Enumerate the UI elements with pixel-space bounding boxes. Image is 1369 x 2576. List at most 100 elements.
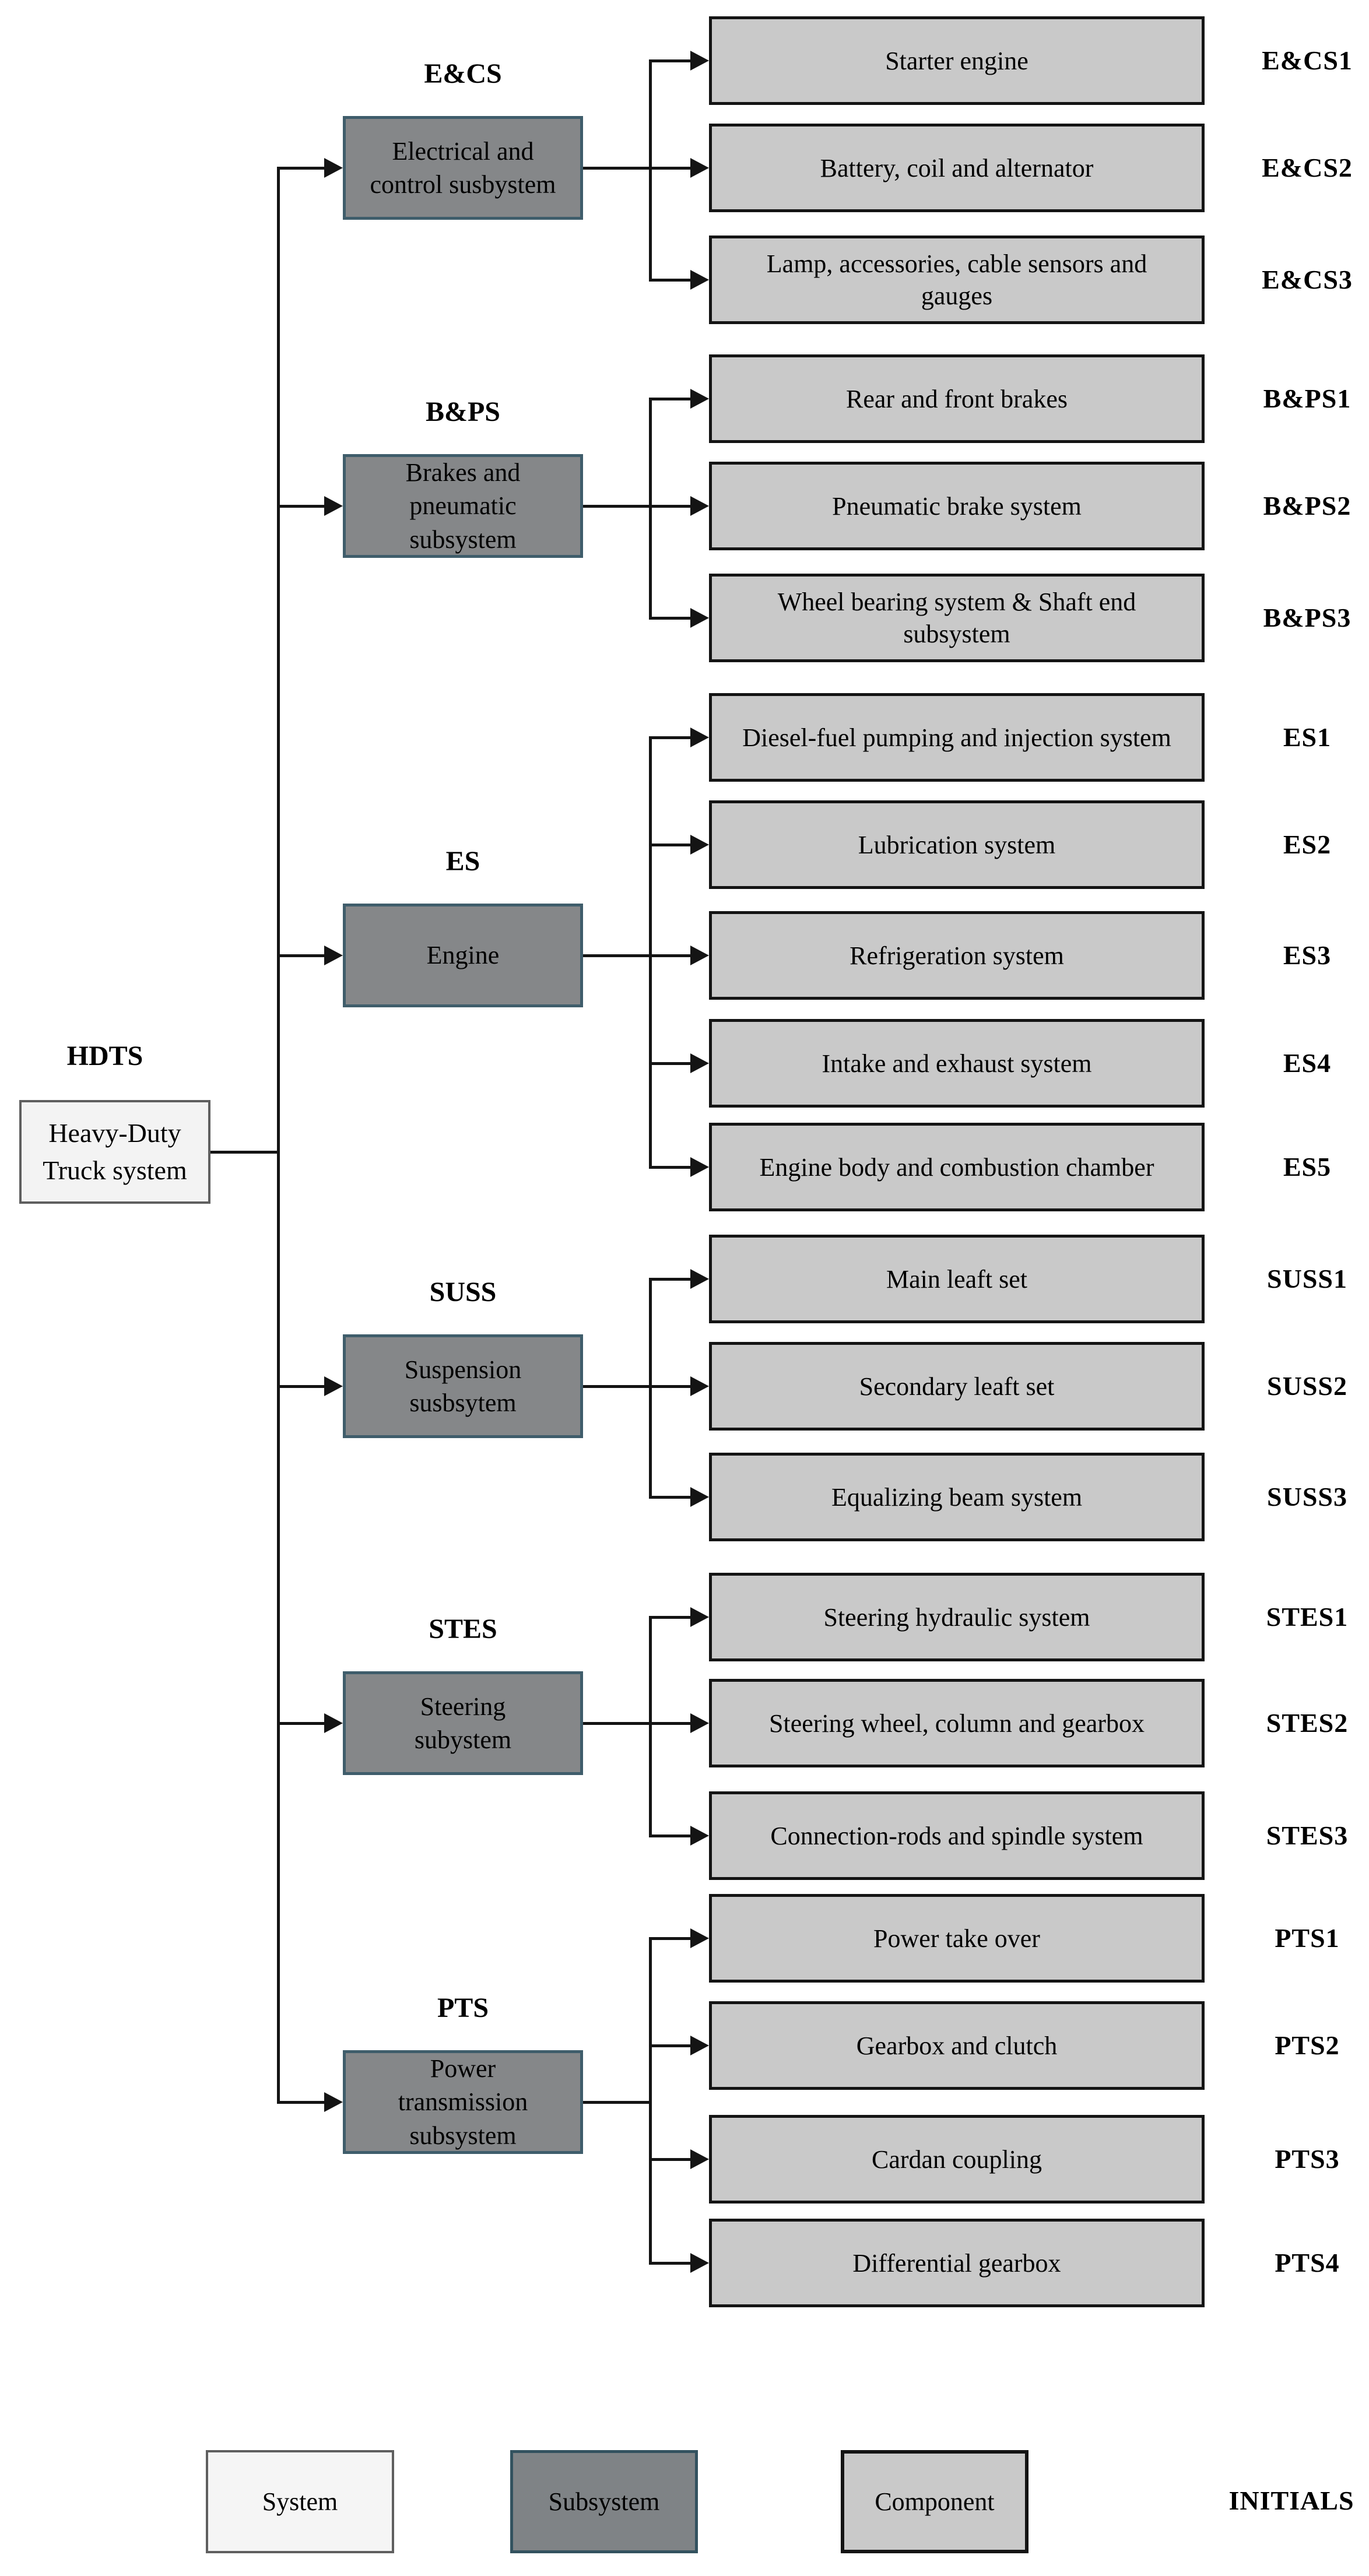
component-box-e-cs3: Lamp, accessories, cable sensors and gau… bbox=[709, 236, 1205, 324]
arrowhead-icon-suss bbox=[324, 1376, 343, 1396]
component-initial-label-b-ps1: B&PS1 bbox=[1263, 384, 1352, 413]
connector-line-stes-out bbox=[583, 1722, 652, 1725]
component-initial-label-es3: ES3 bbox=[1283, 940, 1332, 970]
connector-line-e-cs-out bbox=[583, 167, 652, 170]
component-initial-label-es4: ES4 bbox=[1283, 1048, 1332, 1078]
component-initial-label-stes3: STES3 bbox=[1266, 1821, 1349, 1850]
arrowhead-icon-es4 bbox=[690, 1053, 709, 1073]
component-initial-label-suss2: SUSS2 bbox=[1267, 1371, 1347, 1401]
connector-line-b-ps2 bbox=[649, 505, 691, 508]
component-box-es1: Diesel-fuel pumping and injection system bbox=[709, 693, 1205, 782]
arrowhead-icon-b-ps bbox=[324, 496, 343, 516]
legend-component-box: Component bbox=[841, 2450, 1028, 2553]
connector-line-pts bbox=[278, 2101, 325, 2104]
connector-line-stes bbox=[278, 1722, 325, 1725]
legend-system-box: System bbox=[206, 2450, 394, 2553]
connector-line-suss3 bbox=[649, 1496, 691, 1499]
component-initial-label-es1: ES1 bbox=[1283, 722, 1332, 752]
component-box-stes1: Steering hydraulic system bbox=[709, 1573, 1205, 1661]
component-box-es2: Lubrication system bbox=[709, 800, 1205, 889]
connector-line-suss1 bbox=[649, 1278, 691, 1281]
connector-line-b-ps1 bbox=[649, 398, 691, 400]
component-box-es5: Engine body and combustion chamber bbox=[709, 1123, 1205, 1211]
subsystem-box-es: Engine bbox=[343, 904, 583, 1007]
subsystem-initial-label-stes: STES bbox=[429, 1614, 497, 1644]
rail-line-es bbox=[649, 736, 652, 1169]
connector-line-stes3 bbox=[649, 1835, 691, 1837]
arrowhead-icon-es1 bbox=[690, 728, 709, 747]
component-initial-label-pts2: PTS2 bbox=[1275, 2030, 1340, 2060]
arrowhead-icon-stes1 bbox=[690, 1607, 709, 1627]
subsystem-box-pts: Power transmission subsystem bbox=[343, 2050, 583, 2154]
arrowhead-icon-b-ps3 bbox=[690, 608, 709, 628]
connector-line-b-ps bbox=[278, 505, 325, 508]
rail-line-stes bbox=[649, 1616, 652, 1837]
component-initial-label-es5: ES5 bbox=[1283, 1152, 1332, 1182]
component-initial-label-suss1: SUSS1 bbox=[1267, 1264, 1347, 1294]
connector-line-b-ps-out bbox=[583, 505, 652, 508]
arrowhead-icon-es3 bbox=[690, 946, 709, 965]
arrowhead-icon-e-cs3 bbox=[690, 270, 709, 290]
arrowhead-icon-e-cs2 bbox=[690, 158, 709, 178]
arrowhead-icon-stes2 bbox=[690, 1713, 709, 1733]
connector-line-es2 bbox=[649, 844, 691, 846]
component-box-b-ps2: Pneumatic brake system bbox=[709, 462, 1205, 550]
connector-line-e-cs2 bbox=[649, 167, 691, 170]
connector-line-b-ps3 bbox=[649, 617, 691, 620]
connector-line-es4 bbox=[649, 1062, 691, 1065]
component-initial-label-e-cs2: E&CS2 bbox=[1262, 153, 1353, 182]
arrowhead-icon-e-cs1 bbox=[690, 51, 709, 71]
subsystem-initial-label-b-ps: B&PS bbox=[425, 396, 500, 427]
subsystem-initial-label-e-cs: E&CS bbox=[424, 58, 502, 89]
component-box-suss2: Secondary leaft set bbox=[709, 1342, 1205, 1431]
root-connector-line bbox=[210, 1151, 279, 1154]
legend-initials-label: INITIALS bbox=[1228, 2486, 1354, 2515]
component-initial-label-suss3: SUSS3 bbox=[1267, 1482, 1347, 1512]
arrowhead-icon-pts1 bbox=[690, 1928, 709, 1948]
connector-line-pts2 bbox=[649, 2044, 691, 2047]
component-box-es3: Refrigeration system bbox=[709, 911, 1205, 1000]
component-box-es4: Intake and exhaust system bbox=[709, 1019, 1205, 1108]
arrowhead-icon-e-cs bbox=[324, 158, 343, 178]
connector-line-e-cs3 bbox=[649, 279, 691, 282]
subsystem-initial-label-pts: PTS bbox=[437, 1992, 489, 2023]
subsystem-box-b-ps: Brakes and pneumatic subsystem bbox=[343, 454, 583, 558]
rail-line-suss bbox=[649, 1278, 652, 1499]
connector-line-pts1 bbox=[649, 1937, 691, 1940]
component-initial-label-stes1: STES1 bbox=[1266, 1602, 1349, 1632]
component-box-b-ps1: Rear and front brakes bbox=[709, 354, 1205, 443]
component-initial-label-es2: ES2 bbox=[1283, 830, 1332, 859]
arrowhead-icon-b-ps1 bbox=[690, 389, 709, 409]
component-box-e-cs2: Battery, coil and alternator bbox=[709, 124, 1205, 212]
connector-line-suss2 bbox=[649, 1385, 691, 1388]
root-system-box: Heavy-Duty Truck system bbox=[19, 1100, 210, 1204]
connector-line-pts-out bbox=[583, 2101, 652, 2104]
connector-line-es5 bbox=[649, 1166, 691, 1169]
component-initial-label-pts4: PTS4 bbox=[1275, 2248, 1340, 2278]
connector-line-pts4 bbox=[649, 2262, 691, 2265]
component-box-suss3: Equalizing beam system bbox=[709, 1453, 1205, 1541]
component-box-suss1: Main leaft set bbox=[709, 1235, 1205, 1323]
subsystem-box-e-cs: Electrical and control susbystem bbox=[343, 116, 583, 220]
subsystem-box-suss: Suspension susbsytem bbox=[343, 1334, 583, 1438]
component-initial-label-b-ps2: B&PS2 bbox=[1263, 491, 1352, 521]
connector-line-e-cs bbox=[278, 167, 325, 170]
subsystem-initial-label-es: ES bbox=[445, 846, 480, 877]
arrowhead-icon-suss2 bbox=[690, 1376, 709, 1396]
arrowhead-icon-pts2 bbox=[690, 2036, 709, 2055]
connector-line-es-out bbox=[583, 954, 652, 957]
arrowhead-icon-es5 bbox=[690, 1157, 709, 1177]
legend-subsystem-box: Subsystem bbox=[510, 2450, 698, 2553]
component-box-e-cs1: Starter engine bbox=[709, 16, 1205, 105]
arrowhead-icon-stes bbox=[324, 1713, 343, 1733]
arrowhead-icon-pts4 bbox=[690, 2253, 709, 2273]
component-initial-label-b-ps3: B&PS3 bbox=[1263, 603, 1352, 632]
arrowhead-icon-es2 bbox=[690, 835, 709, 855]
component-box-pts4: Differential gearbox bbox=[709, 2219, 1205, 2307]
connector-line-es1 bbox=[649, 736, 691, 739]
component-initial-label-pts1: PTS1 bbox=[1275, 1923, 1340, 1953]
arrowhead-icon-pts3 bbox=[690, 2149, 709, 2169]
root-initial-label: HDTS bbox=[66, 1041, 143, 1071]
subsystem-initial-label-suss: SUSS bbox=[429, 1277, 497, 1308]
